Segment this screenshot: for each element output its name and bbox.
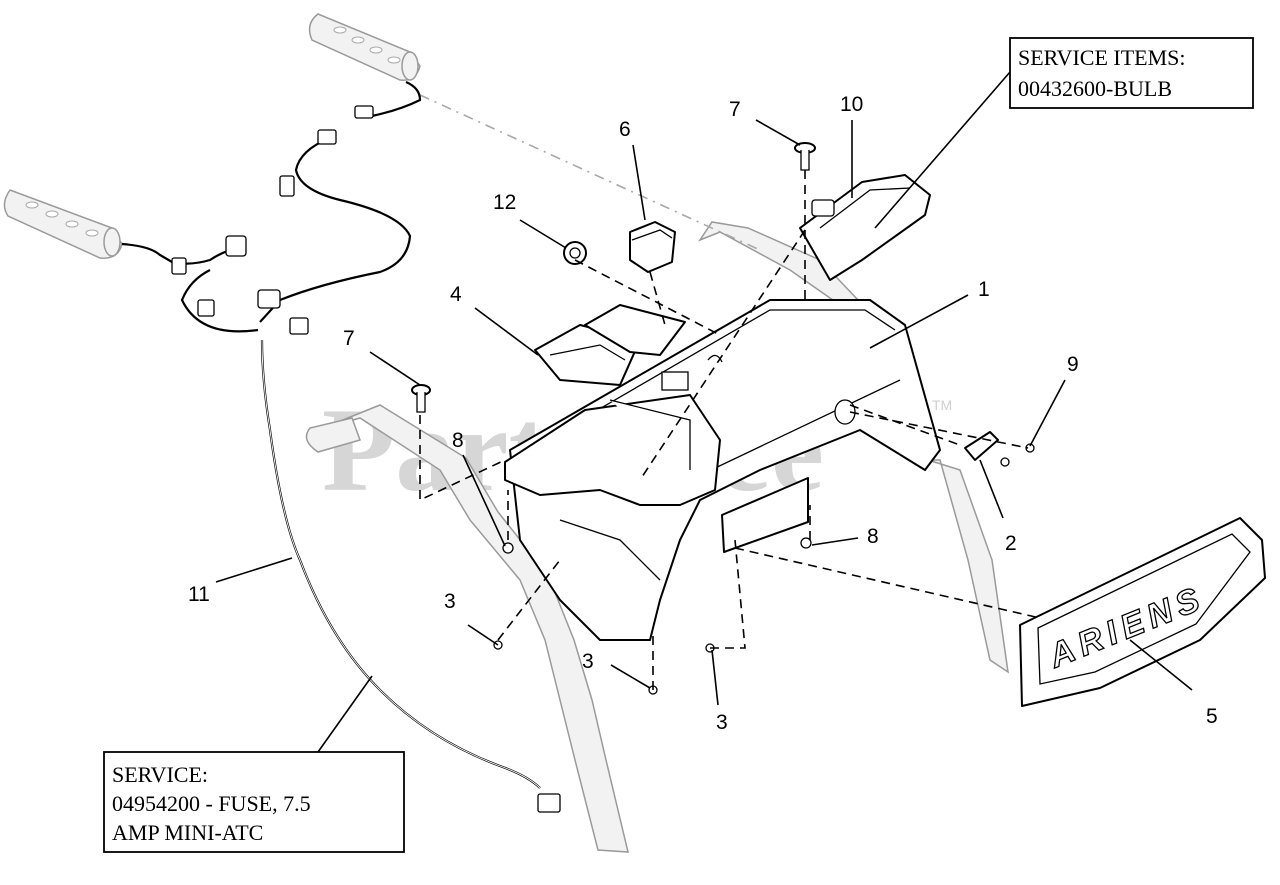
plate-and-nut <box>964 431 1035 467</box>
callout-2: 2 <box>1005 532 1017 555</box>
rocker-switch <box>629 221 676 273</box>
callout-11: 11 <box>188 583 210 606</box>
callout-8a: 8 <box>452 429 464 452</box>
service-box-bulb: SERVICE ITEMS: 00432600-BULB <box>1009 37 1254 109</box>
callout-10: 10 <box>840 93 863 116</box>
service-bulb-line1: SERVICE ITEMS: <box>1018 45 1186 70</box>
service-fuse-line3: AMP MINI-ATC <box>112 820 263 845</box>
callout-3a: 3 <box>444 590 456 613</box>
service-box-fuse: SERVICE: 04954200 - FUSE, 7.5 AMP MINI-A… <box>103 751 405 853</box>
nut-8-right <box>800 537 812 549</box>
service-bulb-line2: 00432600-BULB <box>1018 76 1172 101</box>
callout-12: 12 <box>493 191 516 214</box>
callout-6: 6 <box>619 118 631 141</box>
switch-bezel <box>534 304 686 386</box>
callout-7b: 7 <box>729 98 741 121</box>
callout-5: 5 <box>1206 705 1218 728</box>
callout-3c: 3 <box>716 711 728 734</box>
ariens-panel: ARIENS <box>1019 517 1266 707</box>
assembly-lines <box>419 170 1041 690</box>
callout-1: 1 <box>978 278 990 301</box>
lower-grip-ghost <box>3 189 123 259</box>
callout-3b: 3 <box>582 650 594 673</box>
leader-lines <box>215 71 1193 753</box>
callout-4: 4 <box>450 283 462 306</box>
watermark-trademark: TM <box>932 397 952 413</box>
left-handlebar-ghost <box>305 404 629 853</box>
callout-8b: 8 <box>867 525 879 548</box>
knob <box>563 241 587 265</box>
carriage-bolt-left <box>411 384 431 413</box>
service-fuse-line2: 04954200 - FUSE, 7.5 <box>112 791 311 816</box>
callout-numbers: 1 2 3 3 3 4 5 6 7 7 8 8 9 10 11 12 <box>188 93 1218 734</box>
mounting-bracket <box>504 371 721 506</box>
grip-centerline <box>419 94 761 251</box>
callout-7a: 7 <box>343 327 355 350</box>
panel-mount-plate <box>721 477 809 553</box>
carriage-bolt-upper <box>794 142 816 171</box>
wire-harness <box>121 80 561 813</box>
callout-9: 9 <box>1067 353 1079 376</box>
service-fuse-line1: SERVICE: <box>112 762 208 787</box>
upper-grip-ghost <box>308 13 421 81</box>
